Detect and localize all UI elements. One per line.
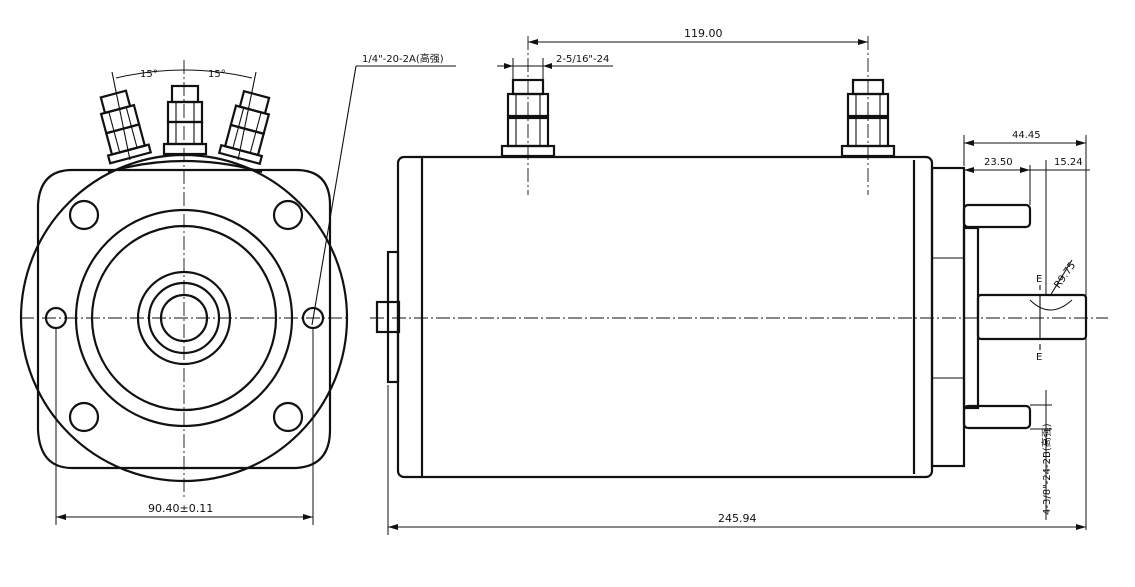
flange-plate (36, 168, 332, 470)
side-view: E E R9.75 119.00 (370, 27, 1108, 535)
stud-top (962, 203, 1032, 229)
terminal-left (99, 89, 153, 165)
section-e-top: E (1036, 274, 1042, 285)
dim-15-24: 15.24 (1054, 157, 1083, 168)
radius-label: R9.75 (1052, 260, 1078, 290)
dim-44-45: 44.45 (1012, 130, 1041, 141)
angle-label-right: 15° (208, 69, 226, 80)
end-view: 15° 15° 90.40±0.11 (19, 60, 350, 525)
terminal-base (107, 159, 263, 174)
terminal-spacing-label: 119.00 (684, 27, 723, 40)
terminal-thread-label: 2-5/16"-24 (556, 54, 609, 65)
stud-bottom (962, 404, 1032, 430)
dim-23-50: 23.50 (984, 157, 1013, 168)
terminal-center (162, 84, 208, 156)
rear-nut (375, 300, 401, 334)
bolt-hole-bottom-left (68, 401, 100, 433)
motor-body (396, 155, 934, 479)
thread-note: 1/4"-20-2A(高强) (362, 52, 444, 65)
stud-thread-label: 4-3/8"-24-2B(高强) (1040, 423, 1053, 515)
thread-leader (311, 65, 357, 326)
angle-arc (115, 69, 253, 79)
section-e-bottom: E (1036, 352, 1042, 363)
bolt-hole-top-left (68, 199, 100, 231)
front-flange (930, 166, 966, 468)
terminal-right (217, 89, 271, 166)
bolt-hole-top-right (272, 199, 304, 231)
overall-length-label: 245.94 (718, 512, 757, 525)
angle-label-left: 15° (140, 69, 158, 80)
width-dimension-label: 90.40±0.11 (148, 502, 213, 515)
rear-cap (386, 250, 400, 384)
bolt-hole-bottom-right (272, 401, 304, 433)
